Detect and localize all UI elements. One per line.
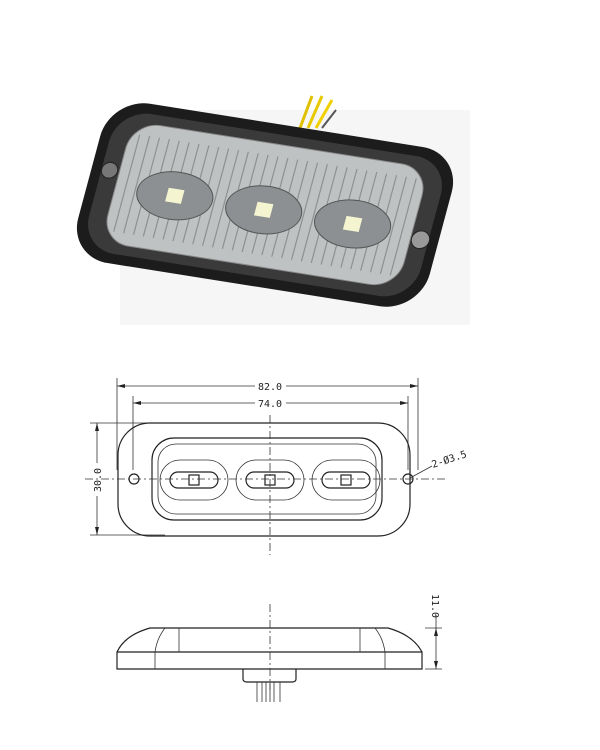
hole-callout: 2-Ø3.5 (430, 448, 468, 471)
dim-overall-length: 82.0 (258, 382, 282, 393)
dim-hole-spacing: 74.0 (258, 399, 282, 410)
dim-height: 30.0 (93, 468, 104, 492)
connector (242, 669, 297, 683)
top-view-drawing: 82.0 74.0 30.0 2-Ø3.5 (85, 378, 468, 555)
dim-thickness: 11.0 (429, 594, 440, 618)
mount-screw-left (100, 161, 119, 179)
mount-screw-right (410, 230, 431, 250)
side-view-drawing: 11.0 (116, 594, 442, 702)
wires (298, 95, 337, 129)
led-outlines (159, 459, 381, 501)
product-photo (76, 95, 470, 325)
led-modules (136, 171, 392, 249)
